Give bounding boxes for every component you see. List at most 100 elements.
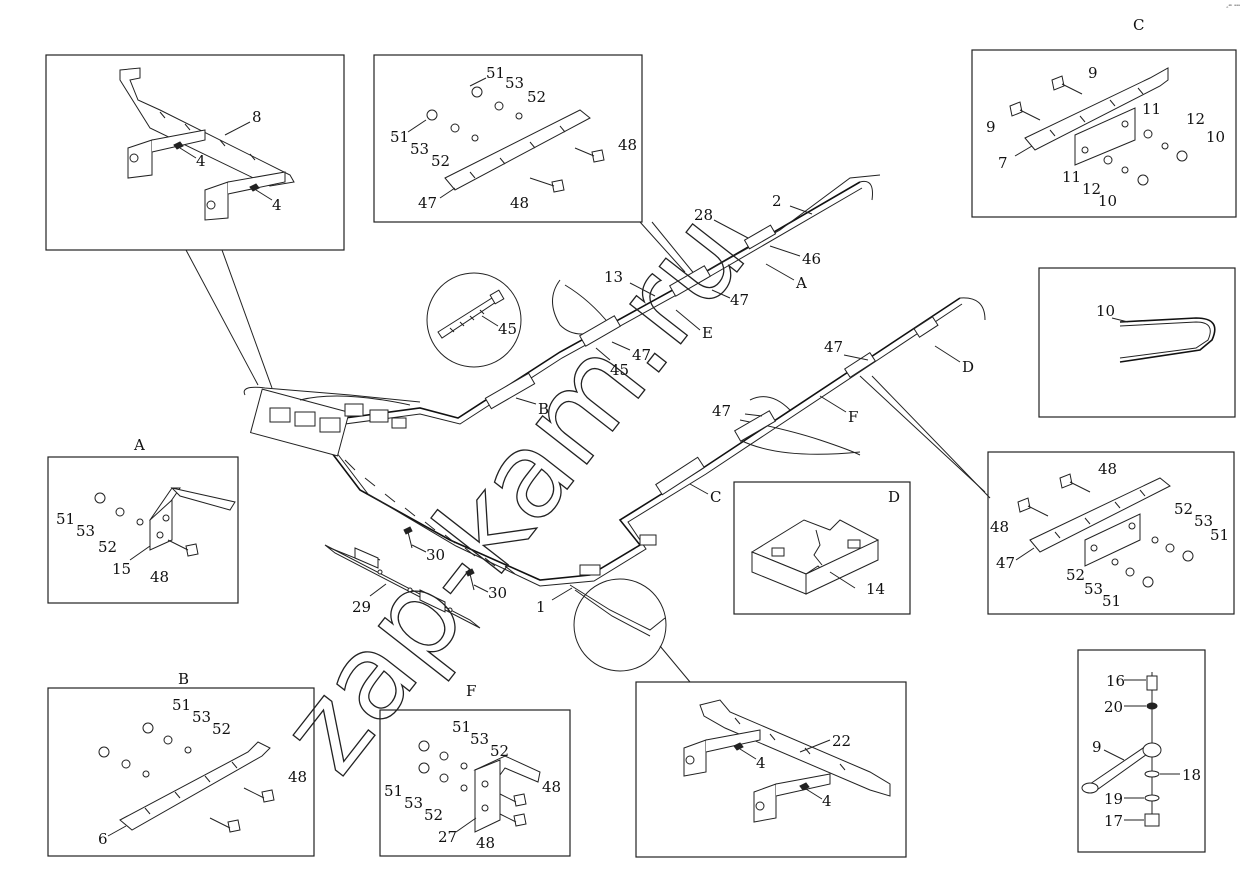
label-E: E xyxy=(702,324,713,342)
label-48-t1: 48 xyxy=(618,136,637,154)
label-52-r1: 52 xyxy=(1174,500,1193,518)
label-18: 18 xyxy=(1182,766,1201,784)
label-51-r1: 51 xyxy=(1210,526,1229,544)
label-22: 22 xyxy=(832,732,851,750)
callout-leaders xyxy=(185,221,991,683)
label-52-f1: 52 xyxy=(490,742,509,760)
circle-cable-tie-45: 45 xyxy=(426,272,522,368)
label-53-r2: 53 xyxy=(1084,580,1103,598)
label-51-f2: 51 xyxy=(384,782,403,800)
label-51-t2: 51 xyxy=(390,128,409,146)
label-47-c: 47 xyxy=(824,338,843,356)
label-9-c2: 9 xyxy=(986,118,996,136)
label-4-c: 4 xyxy=(756,754,766,772)
label-48-f2: 48 xyxy=(476,834,495,852)
label-48-r1: 48 xyxy=(1098,460,1117,478)
panel-F-title: F xyxy=(466,682,476,700)
label-52-a: 52 xyxy=(98,538,117,556)
panel-C-title: C xyxy=(1133,16,1144,34)
connector-cluster xyxy=(243,386,421,457)
label-53-b: 53 xyxy=(192,708,211,726)
label-19: 19 xyxy=(1104,790,1123,808)
panel-F: F 51 53 52 51 53 52 48 27 48 xyxy=(379,682,571,857)
label-7: 7 xyxy=(998,154,1008,172)
label-48-a: 48 xyxy=(150,568,169,586)
label-12-c1: 12 xyxy=(1186,110,1205,128)
label-16: 16 xyxy=(1106,672,1125,690)
label-53-a: 53 xyxy=(76,522,95,540)
panel-B: B 51 53 52 48 6 xyxy=(47,670,315,857)
panel-C: C 9 9 11 12 10 7 11 12 10 xyxy=(971,16,1237,218)
label-53-t2: 53 xyxy=(410,140,429,158)
label-45-main: 45 xyxy=(610,361,629,379)
watermark-text: zap-kam.ru xyxy=(253,187,772,797)
label-47-a: 47 xyxy=(730,291,749,309)
label-51-r2: 51 xyxy=(1102,592,1121,610)
label-45-circle: 45 xyxy=(498,320,517,338)
main-harness-assembly xyxy=(243,174,986,637)
label-51-b: 51 xyxy=(172,696,191,714)
label-29: 29 xyxy=(352,598,371,616)
label-46: 46 xyxy=(802,250,821,268)
label-52-t1: 52 xyxy=(527,88,546,106)
panel-A: A 51 53 52 15 48 xyxy=(47,436,239,604)
tail-detail-circle xyxy=(573,578,667,672)
label-52-b: 52 xyxy=(212,720,231,738)
label-10-c2: 10 xyxy=(1098,192,1117,210)
label-17: 17 xyxy=(1104,812,1123,830)
panel-bracket-8: 8 4 4 xyxy=(45,54,345,251)
label-D-main: D xyxy=(962,358,974,376)
label-28: 28 xyxy=(694,206,713,224)
label-53-t1: 53 xyxy=(505,74,524,92)
panel-B-title: B xyxy=(178,670,189,688)
label-9-c1: 9 xyxy=(1088,64,1098,82)
panel-A-title: A xyxy=(133,436,145,454)
label-52-f2: 52 xyxy=(424,806,443,824)
label-48-t2: 48 xyxy=(510,194,529,212)
label-6: 6 xyxy=(98,830,108,848)
label-47-r: 47 xyxy=(996,554,1015,572)
label-8: 8 xyxy=(252,108,262,126)
label-47-b: 47 xyxy=(632,346,651,364)
label-14: 14 xyxy=(866,580,885,598)
label-10-clip: 10 xyxy=(1096,302,1115,320)
label-20: 20 xyxy=(1104,698,1123,716)
panel-plate-47-top: 51 53 52 51 53 52 48 47 48 xyxy=(373,54,643,223)
label-48-f1: 48 xyxy=(542,778,561,796)
label-B-main: B xyxy=(538,400,549,418)
label-51-t1: 51 xyxy=(486,64,505,82)
panel-D-title: D xyxy=(888,488,900,506)
label-51-f1: 51 xyxy=(452,718,471,736)
panel-clip-10: 10 xyxy=(1038,267,1236,418)
harness-brackets xyxy=(484,224,939,576)
label-47-t: 47 xyxy=(418,194,437,212)
label-C-main: C xyxy=(710,488,721,506)
label-9-link: 9 xyxy=(1092,738,1102,756)
panel-bracket-22: 22 4 4 xyxy=(635,681,907,858)
label-4-d: 4 xyxy=(822,792,832,810)
label-12-c2: 12 xyxy=(1082,180,1101,198)
panel-D: D 14 xyxy=(733,481,911,615)
label-11-c2: 11 xyxy=(1062,168,1081,186)
label-48-b: 48 xyxy=(288,768,307,786)
label-53-f2: 53 xyxy=(404,794,423,812)
label-2: 2 xyxy=(772,192,782,210)
label-51-a: 51 xyxy=(56,510,75,528)
label-F-main: F xyxy=(848,408,858,426)
label-11-c1: 11 xyxy=(1142,100,1161,118)
label-4-a: 4 xyxy=(196,152,206,170)
label-52-r2: 52 xyxy=(1066,566,1085,584)
mounting-plate-29 xyxy=(324,526,481,629)
panel-plate-47-right: 48 48 52 53 51 47 52 53 51 xyxy=(987,451,1235,615)
label-48-r2: 48 xyxy=(990,518,1009,536)
label-4-b: 4 xyxy=(272,196,282,214)
label-53-r1: 53 xyxy=(1194,512,1213,530)
label-A-main: A xyxy=(795,274,807,292)
label-47-d: 47 xyxy=(712,402,731,420)
label-15: 15 xyxy=(112,560,131,578)
label-13: 13 xyxy=(604,268,623,286)
label-30-a: 30 xyxy=(426,546,445,564)
main-labels: 28 2 46 A 13 47 E 47 45 B 47 D 47 F C 30… xyxy=(352,192,974,616)
label-10-c1: 10 xyxy=(1206,128,1225,146)
